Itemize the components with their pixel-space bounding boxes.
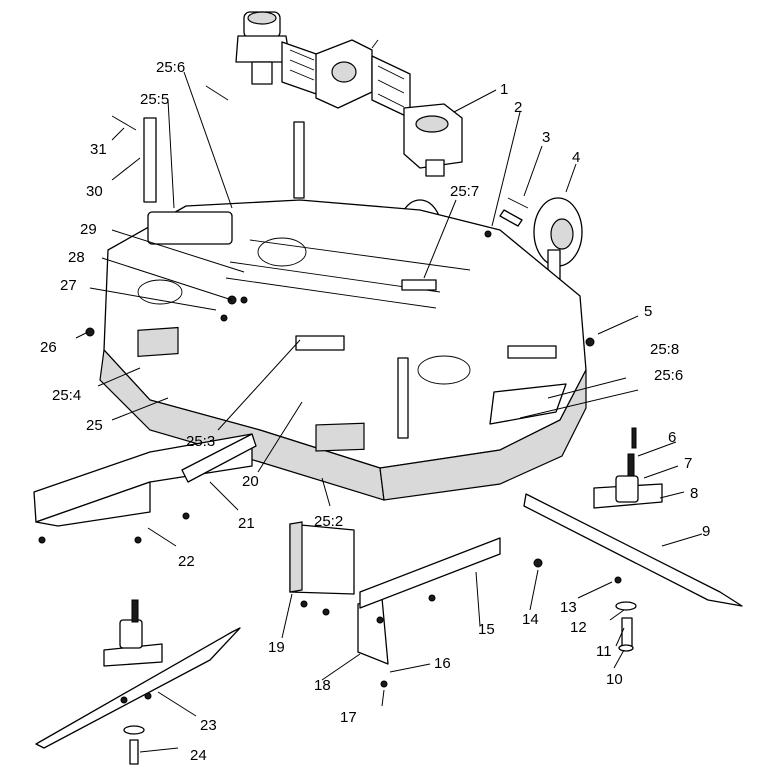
callout-22: 22 (178, 553, 195, 570)
gearbox-driveshaft-assembly (235, 11, 463, 177)
deck-posts (143, 117, 409, 439)
callout-13: 13 (560, 599, 577, 616)
bracket-18 (357, 597, 389, 665)
callout-9: 9 (702, 523, 710, 540)
callout-18: 18 (314, 677, 331, 694)
mower-deck-housing (99, 199, 587, 501)
bracket-19 (289, 521, 355, 595)
wheel-right (499, 197, 583, 267)
callout-8: 8 (690, 485, 698, 502)
callout-25-7: 25:7 (450, 183, 479, 200)
callout-25-4: 25:4 (52, 387, 81, 404)
callout-31: 31 (90, 141, 107, 158)
callout-11: 11 (596, 643, 612, 660)
callout-30: 30 (86, 183, 103, 200)
callout-25-8: 25:8 (650, 341, 679, 358)
callout-10: 10 (606, 671, 623, 688)
callout-25: 25 (86, 417, 103, 434)
callout-20: 20 (242, 473, 259, 490)
hardware-bolts (38, 85, 637, 704)
callout-25-6a: 25:6 (156, 59, 185, 76)
callout-29: 29 (80, 221, 97, 238)
callout-25-3: 25:3 (186, 433, 215, 450)
callout-3: 3 (542, 129, 550, 146)
callout-26: 26 (40, 339, 57, 356)
callout-7: 7 (684, 455, 692, 472)
callout-2: 2 (514, 99, 522, 116)
callout-27: 27 (60, 277, 77, 294)
callout-25-6b: 25:6 (654, 367, 683, 384)
callout-19: 19 (268, 639, 285, 656)
right-blade-assembly (523, 453, 743, 652)
callout-12: 12 (570, 619, 587, 636)
callout-5: 5 (644, 303, 652, 320)
callout-16: 16 (434, 655, 451, 672)
callout-15: 15 (478, 621, 495, 638)
bracket-15 (359, 537, 501, 609)
callout-21: 21 (238, 515, 255, 532)
left-deflector (33, 433, 257, 527)
callout-28: 28 (68, 249, 85, 266)
callout-labels: 1 2 3 4 5 6 7 8 9 10 11 12 13 14 15 16 1… (40, 59, 710, 764)
callout-25-5: 25:5 (140, 91, 169, 108)
callout-6: 6 (668, 429, 676, 446)
callout-4: 4 (572, 149, 580, 166)
callout-23: 23 (200, 717, 217, 734)
callout-leaders (75, 71, 703, 753)
callout-24: 24 (190, 747, 207, 764)
callout-17: 17 (340, 709, 357, 726)
callout-1: 1 (500, 81, 508, 98)
left-blade-assembly (35, 599, 241, 765)
callout-14: 14 (522, 611, 539, 628)
callout-25-2: 25:2 (314, 513, 343, 530)
